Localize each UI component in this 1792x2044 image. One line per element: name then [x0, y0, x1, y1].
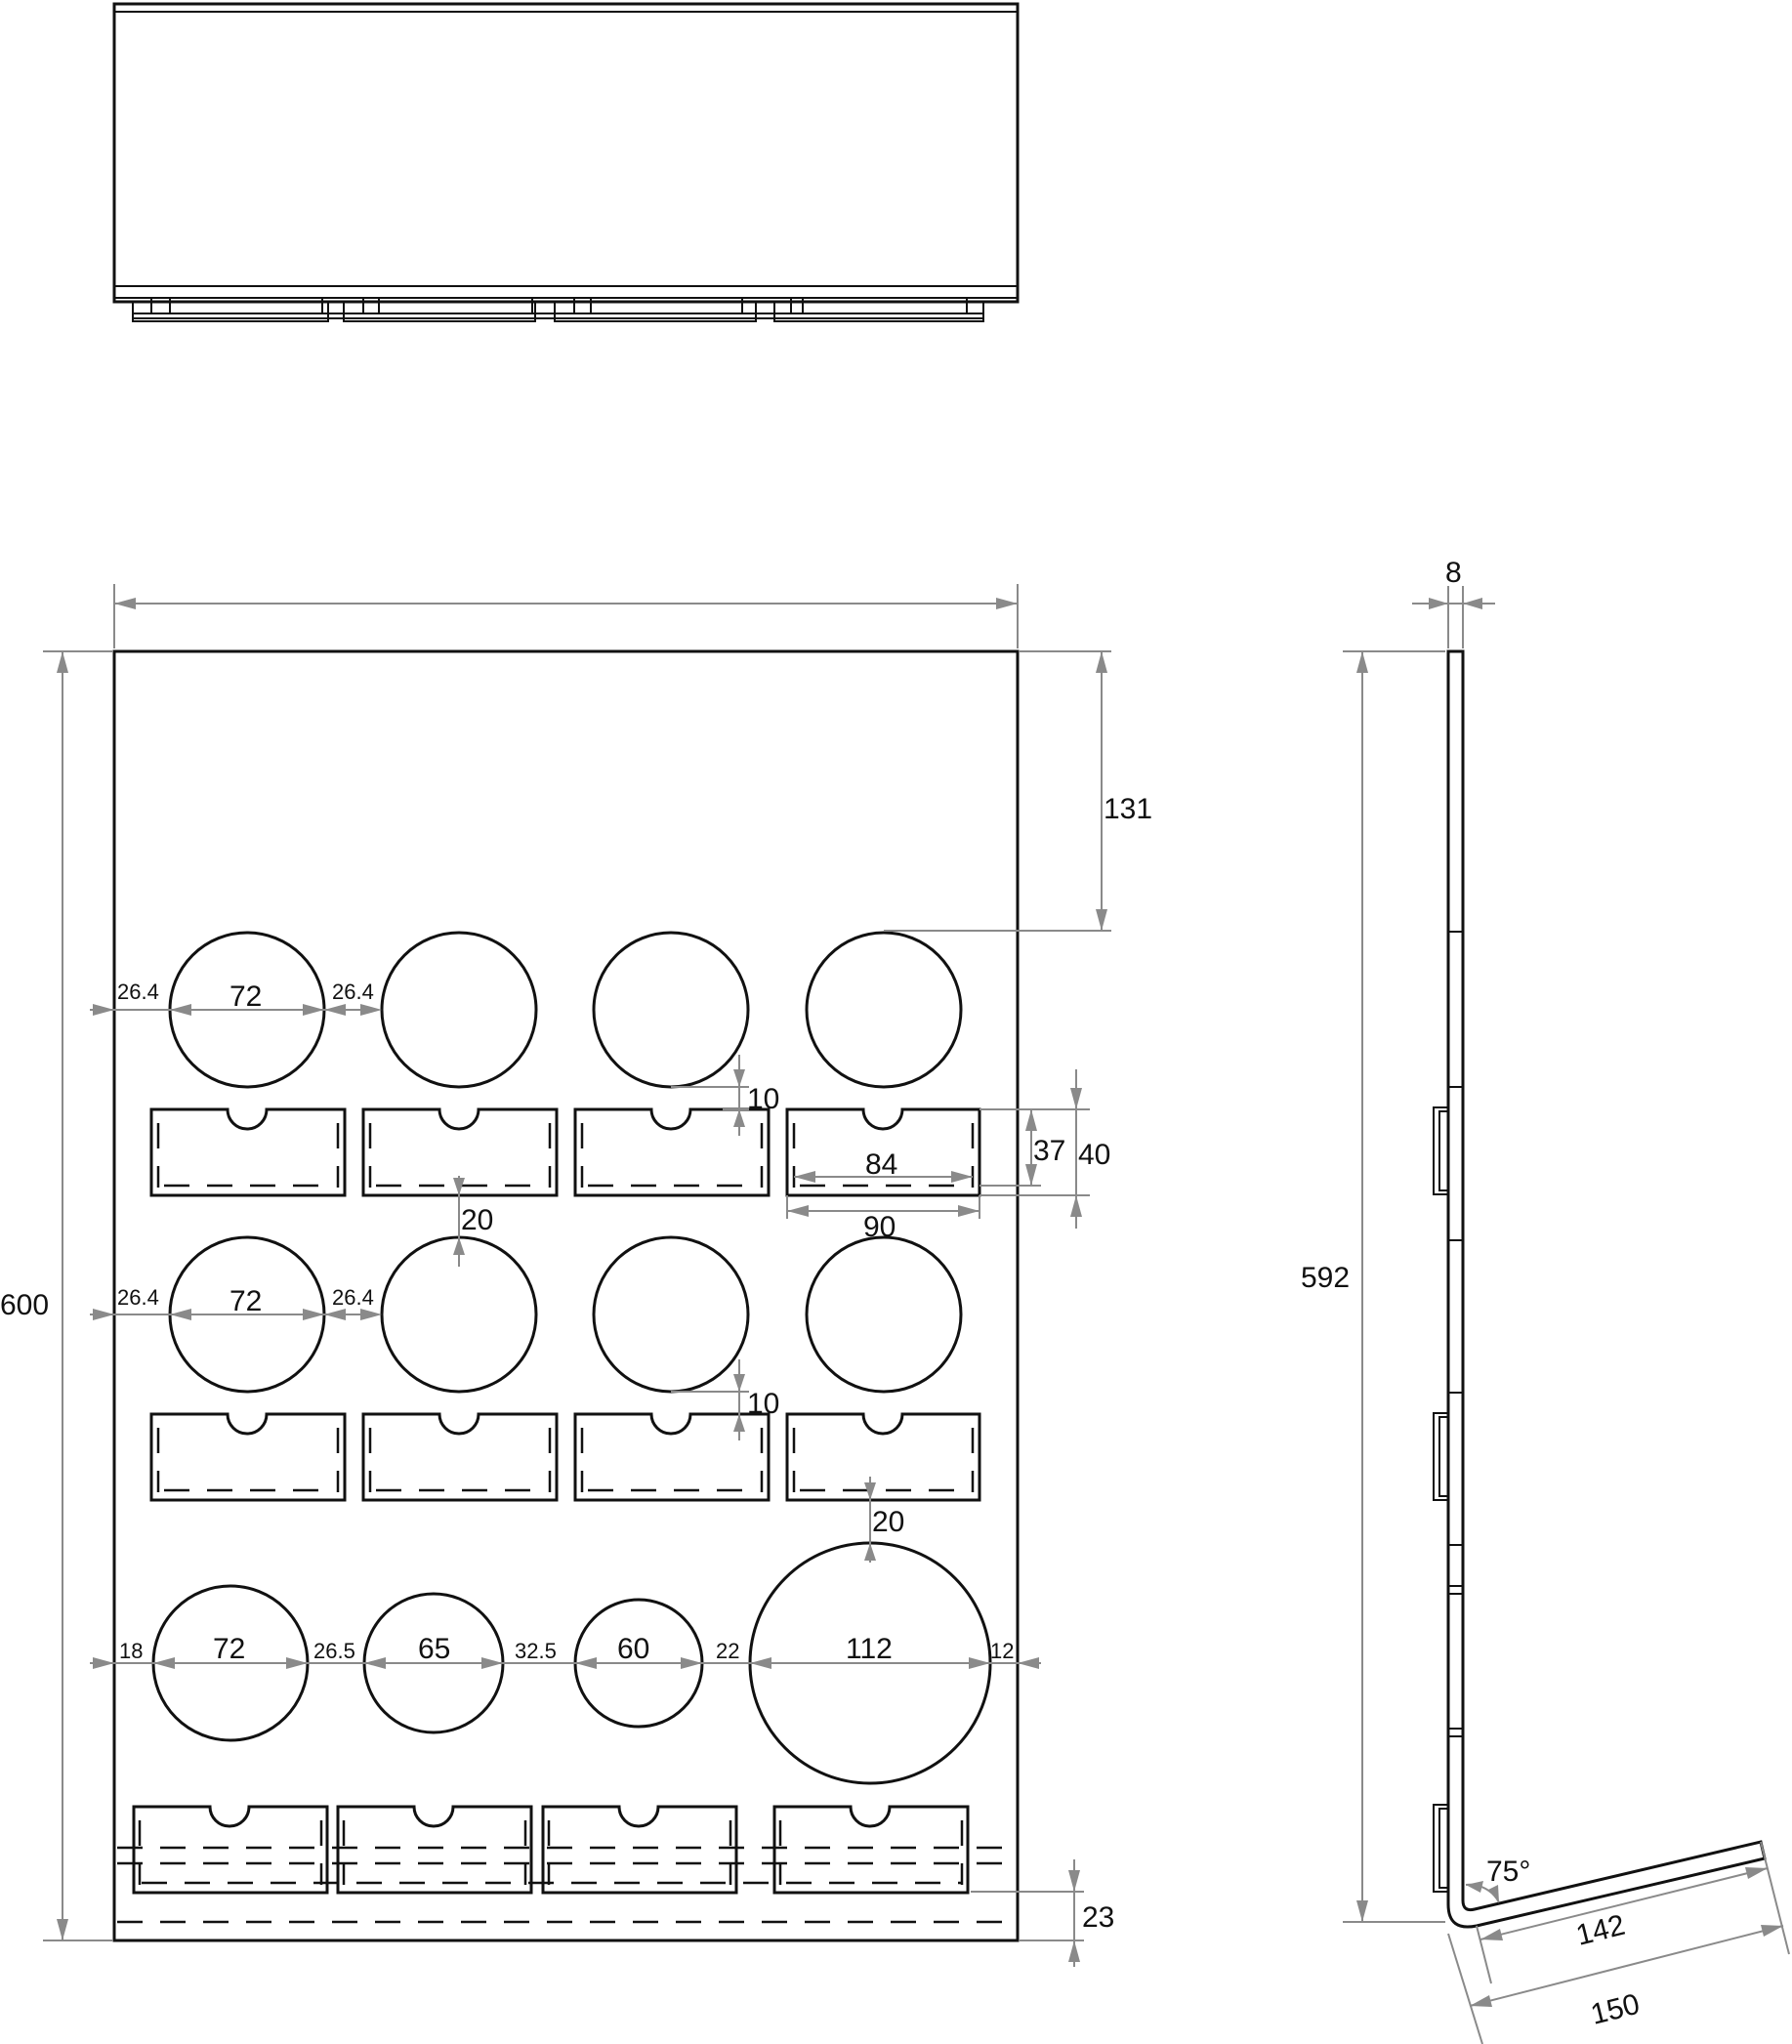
front-view: 600 131 26.4 72 26.4 10 37 40 84 90 20 2… [0, 584, 1152, 1967]
row1-pockets [149, 1107, 981, 1197]
dim-row1-left-margin: 26.4 [117, 980, 159, 1004]
dim-overall-height: 600 [0, 1289, 49, 1321]
dim-row3-left-margin: 18 [119, 1639, 143, 1663]
dim-row3-circle1-dia: 72 [213, 1633, 245, 1665]
dim-bottom-offset: 23 [1082, 1901, 1114, 1934]
dim-pocket-inner-width: 84 [865, 1148, 897, 1181]
dim-row3-gap3: 22 [716, 1639, 739, 1663]
row3-pockets [117, 1805, 1016, 1924]
dim-row3-gap2: 32.5 [515, 1639, 557, 1663]
dim-pocket-outer-height: 40 [1078, 1139, 1110, 1171]
side-dimension-labels: 8 592 75° 142 150 [1301, 557, 1643, 2031]
dim-pocket-outer-width: 90 [863, 1211, 896, 1243]
dim-row1-gap: 26.4 [332, 980, 374, 1004]
dim-row3-circle3-dia: 60 [617, 1633, 649, 1665]
row2-circle-3 [592, 1235, 750, 1394]
dim-row3-right-margin: 12 [990, 1639, 1014, 1663]
dim-row2-left-margin: 26.4 [117, 1285, 159, 1310]
row1-circle-4 [805, 931, 963, 1089]
row1-circle-2 [380, 931, 538, 1089]
dim-bend-angle: 75° [1486, 1856, 1530, 1888]
dim-side-height: 592 [1301, 1262, 1350, 1294]
dim-top-margin: 131 [1104, 793, 1152, 825]
dim-pocket-inner-height: 37 [1033, 1135, 1065, 1167]
side-view: 8 592 75° 142 150 [1301, 557, 1790, 2044]
side-dimension-lines [1343, 586, 1790, 2044]
top-view [112, 2, 1020, 322]
front-dimension-lines [43, 584, 1111, 1967]
dim-row2-gap: 26.4 [332, 1285, 374, 1310]
side-profile [1446, 649, 1767, 1929]
dim-row1-circle-to-pocket: 10 [747, 1083, 779, 1115]
dim-row1-circle-dia: 72 [229, 980, 262, 1013]
dim-pocket-to-circle-gap: 20 [461, 1204, 493, 1236]
dim-foot-outer-length: 150 [1588, 1988, 1644, 2031]
row2-pockets [149, 1412, 981, 1502]
dim-row3-gap1: 26.5 [313, 1639, 355, 1663]
front-plate [112, 649, 1020, 1942]
dim-row3-circle2-dia: 65 [418, 1633, 450, 1665]
dim-row3-circle4-dia: 112 [846, 1633, 893, 1665]
row1-circle-3 [592, 931, 750, 1089]
row2-circle-4 [805, 1235, 963, 1394]
dim-row2-circle-dia: 72 [229, 1285, 262, 1317]
front-dimension-labels: 600 131 26.4 72 26.4 10 37 40 84 90 20 2… [0, 793, 1152, 1934]
dim-row2-pocket-to-large-circle: 20 [872, 1506, 904, 1538]
dim-row2-circle-to-pocket: 10 [747, 1388, 779, 1420]
dim-side-thickness: 8 [1445, 557, 1462, 589]
